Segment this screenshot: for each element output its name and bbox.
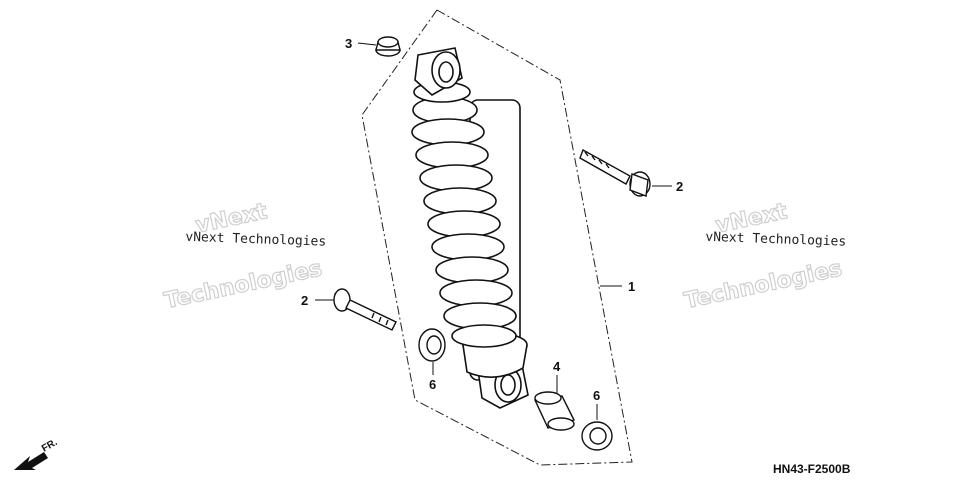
callout-nut: 3 bbox=[345, 36, 352, 51]
collar bbox=[533, 391, 575, 431]
dust-seal-left bbox=[418, 328, 446, 362]
watermark-big-line-2: Technologies bbox=[162, 256, 324, 314]
watermark-small-line: vNext Technologies bbox=[185, 230, 326, 250]
part-code: HN43-F2500B bbox=[773, 462, 851, 476]
dust-seal-right bbox=[581, 421, 613, 451]
assembly-outline bbox=[361, 9, 633, 466]
shock-absorber bbox=[411, 47, 529, 409]
callout-seal-left: 6 bbox=[429, 377, 436, 392]
callout-collar: 4 bbox=[553, 359, 561, 374]
front-arrow-label: FR. bbox=[40, 437, 60, 455]
callout-shock: 1 bbox=[628, 279, 635, 294]
bolt-right bbox=[579, 148, 651, 197]
spring-coils bbox=[411, 96, 517, 348]
bolt-left bbox=[333, 288, 397, 331]
flange-nut bbox=[375, 36, 401, 57]
watermark-small-line: vNext Technologies bbox=[705, 230, 846, 250]
watermark-right: vNext Technologies vNext Technologies bbox=[682, 198, 847, 314]
callout-seal-right: 6 bbox=[593, 388, 600, 403]
callout-bolt-right: 2 bbox=[676, 179, 683, 194]
watermark-big-line-2: Technologies bbox=[682, 256, 844, 314]
leader-nut bbox=[357, 42, 377, 46]
callout-bolt-left: 2 bbox=[301, 293, 308, 308]
front-direction-arrow: FR. bbox=[14, 437, 60, 470]
